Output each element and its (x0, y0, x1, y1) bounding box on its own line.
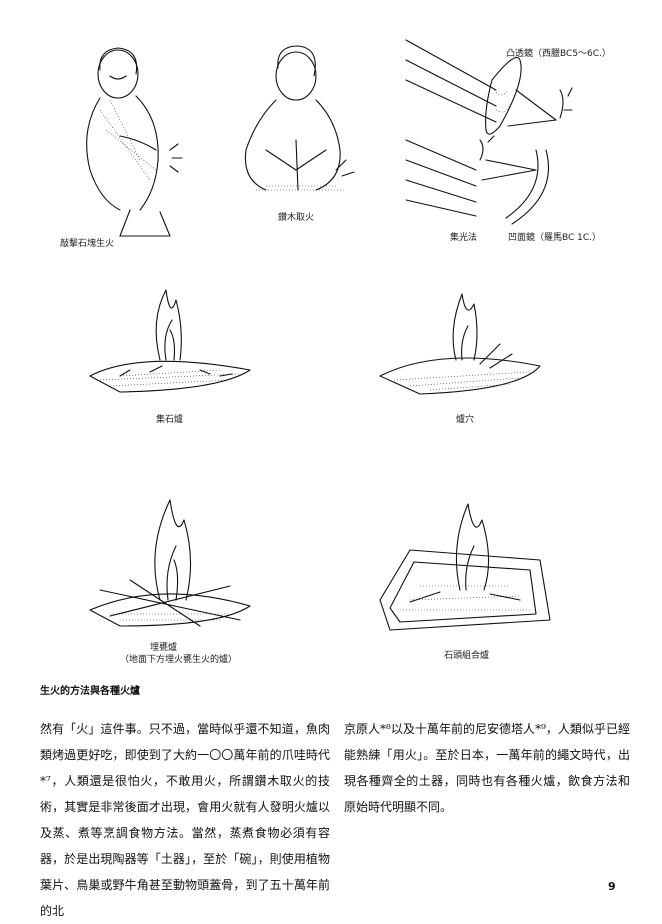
sunlight-method-label: 集光法 (450, 233, 478, 243)
fire-striking-illustration (86, 47, 183, 237)
page-number: 9 (608, 880, 616, 893)
pit-label: 爐穴 (456, 415, 475, 425)
wood-drill-illustration (244, 45, 355, 191)
wood-drill-label: 鑽木取火 (278, 213, 315, 223)
figure-caption: 生火的方法與各種火爐 (40, 686, 140, 697)
stone-pile-hearth-illustration (89, 289, 251, 393)
stone-frame-hearth-illustration (379, 503, 551, 631)
buried-pot-label: 埋甕爐 (150, 643, 178, 653)
fire-striking-label: 敲擊石塊生火 (60, 239, 115, 249)
convex-lens-label: 凸透鏡（西臘BC5〜6C.） (506, 49, 611, 59)
body-left-column: 然有「火」這件事。只不過，當時似乎還不知道，魚肉類烤過更好吃，即使到了大約一〇〇… (40, 716, 330, 924)
buried-pot-sub-label: （地面下方埋火甕生火的爐） (120, 655, 238, 665)
concave-mirror-label: 凹面鏡（羅馬BC 1C.） (508, 233, 602, 243)
body-left-text: 然有「火」這件事。只不過，當時似乎還不知道，魚肉類烤過更好吃，即使到了大約一〇〇… (40, 722, 330, 918)
body-right-column: 京原人*⁸以及十萬年前的尼安德塔人*⁹，人類似乎已經能熟練「用火」。至於日本，一… (344, 716, 630, 820)
body-right-text: 京原人*⁸以及十萬年前的尼安德塔人*⁹，人類似乎已經能熟練「用火」。至於日本，一… (344, 722, 630, 814)
sunlight-method-illustration (405, 39, 573, 225)
stone-frame-label: 石頭組合爐 (444, 651, 490, 661)
pit-hearth-illustration (379, 293, 541, 395)
buried-pot-hearth-illustration (89, 499, 251, 627)
stone-pile-label: 集石爐 (156, 415, 184, 425)
